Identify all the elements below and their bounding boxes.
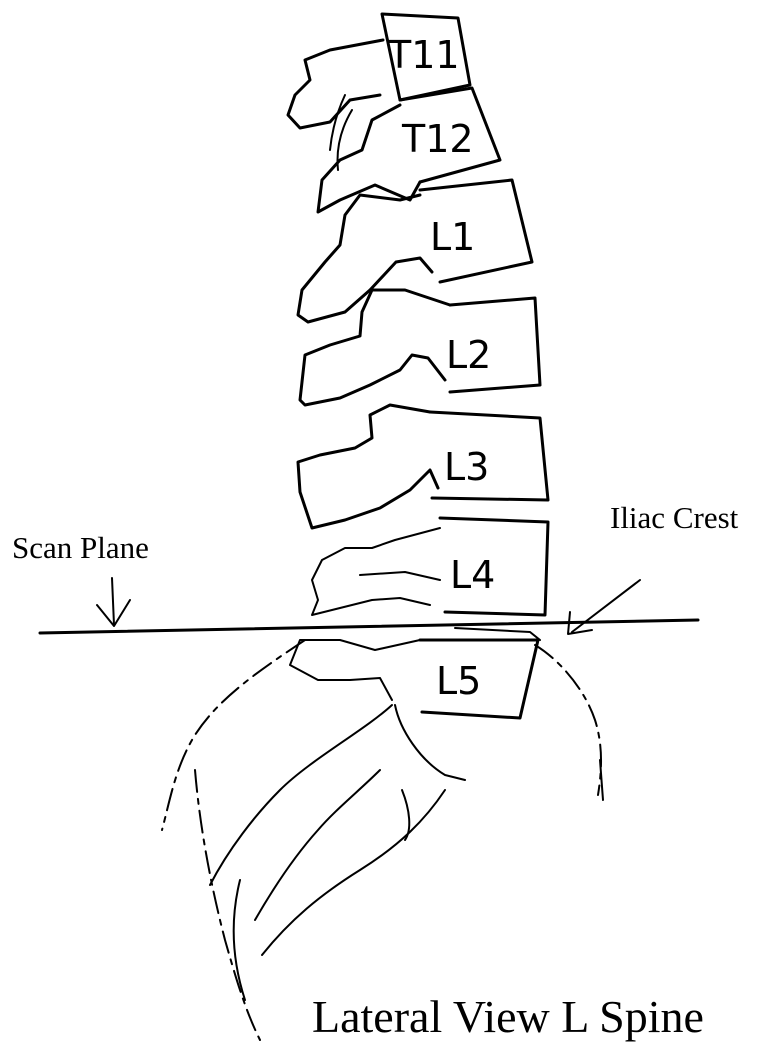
scan-plane-label: Scan Plane [12,530,149,565]
vertebra-label-t12: T12 [401,117,474,161]
vertebra-l4: L4 [312,518,548,615]
vertebra-label-l5: L5 [436,659,481,703]
vertebra-l3: L3 [298,405,548,528]
pelvis-outline [162,628,603,1040]
scan-plane-arrow [112,578,114,625]
vertebra-l2: L2 [300,290,540,405]
vertebra-l5: L5 [290,640,538,718]
iliac-crest-arrow [572,580,640,632]
vertebra-label-l3: L3 [444,445,489,489]
scan-plane-line [40,620,698,633]
iliac-crest-annotation: Iliac Crest [568,500,739,634]
vertebra-label-l2: L2 [446,333,491,377]
diagram-caption: Lateral View L Spine [312,991,704,1042]
vertebra-label-t11: T11 [387,33,460,77]
scan-plane-annotation: Scan Plane [12,530,149,626]
vertebra-label-l4: L4 [450,553,495,597]
vertebra-label-l1: L1 [430,215,475,259]
iliac-crest-label: Iliac Crest [610,500,739,535]
